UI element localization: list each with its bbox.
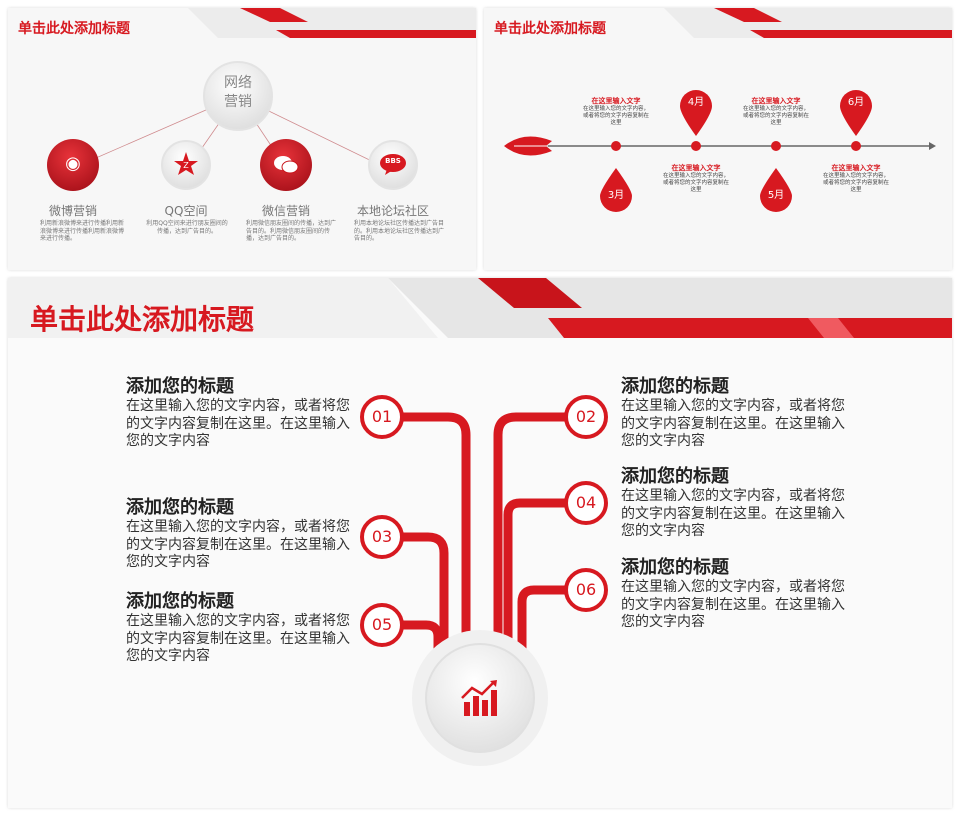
item-heading[interactable]: 添加您的标题 <box>621 376 729 397</box>
qzone-icon: Z <box>173 151 199 177</box>
item-desc: 利用QQ空间来进行朋友圈间的传播，达到广告目的。 <box>146 220 228 235</box>
step-number-03: 03 <box>371 527 393 546</box>
item-label: 微信营销 <box>261 204 310 218</box>
item-heading[interactable]: 添加您的标题 <box>126 591 234 612</box>
entry-body: 在这里输入您的文字内容，或者将您的文字内容复制在这里 <box>822 173 889 193</box>
step-number-04: 04 <box>575 493 597 512</box>
step-number-02: 02 <box>575 407 597 426</box>
bbs-text: BBS <box>385 157 401 165</box>
item-heading[interactable]: 添加您的标题 <box>126 376 234 397</box>
item-body[interactable]: 在这里输入您的文字内容，或者将您的文字内容复制在这里。在这里输入您的文字内容 <box>126 398 350 449</box>
entry-heading: 在这里输入文字 <box>591 97 641 105</box>
slide-network-marketing: 单击此处添加标题 网络 营销 ◉ Z BBS 微博营销 QQ空间 微信营销 本地… <box>8 8 476 270</box>
item-heading[interactable]: 添加您的标题 <box>621 557 729 578</box>
item-heading[interactable]: 添加您的标题 <box>126 497 234 518</box>
slide-timeline: 单击此处添加标题 3月 4月 5月 6月 在这里输入文字 在这里输入您的文字内容… <box>484 8 952 270</box>
entry-heading: 在这里输入文字 <box>831 164 881 172</box>
entry-heading: 在这里输入文字 <box>671 164 721 172</box>
item-label: 微博营销 <box>48 204 97 218</box>
month-marker-5: 5月 <box>767 190 785 201</box>
item-body[interactable]: 在这里输入您的文字内容，或者将您的文字内容复制在这里。在这里输入您的文字内容 <box>621 579 845 630</box>
item-label: 本地论坛社区 <box>356 204 429 218</box>
slide1-decoration <box>47 8 476 191</box>
wechat-icon <box>272 153 300 177</box>
slide2-title[interactable]: 单击此处添加标题 <box>494 21 606 37</box>
slide1-title[interactable]: 单击此处添加标题 <box>18 21 130 37</box>
timeline-graphic <box>504 8 952 212</box>
step-number-06: 06 <box>575 580 597 599</box>
month-marker-6: 6月 <box>847 97 865 108</box>
slide-tree-diagram: 单击此处添加标题 01 02 03 04 05 06 添加您的标题 在这里输入您… <box>8 278 952 808</box>
item-desc: 利用新浪微博来进行传播利用新浪微博来进行传播利用新浪微博来进行传播。 <box>40 220 125 242</box>
entry-body: 在这里输入您的文字内容，或者将您的文字内容复制在这里 <box>582 106 649 126</box>
step-number-01: 01 <box>371 407 393 426</box>
entry-heading: 在这里输入文字 <box>751 97 801 105</box>
center-node-label: 网络 营销 <box>224 75 252 110</box>
item-body[interactable]: 在这里输入您的文字内容，或者将您的文字内容复制在这里。在这里输入您的文字内容 <box>126 519 350 570</box>
bar-chart-growth-icon <box>460 678 500 718</box>
item-body[interactable]: 在这里输入您的文字内容，或者将您的文字内容复制在这里。在这里输入您的文字内容 <box>126 613 350 664</box>
item-body[interactable]: 在这里输入您的文字内容，或者将您的文字内容复制在这里。在这里输入您的文字内容 <box>621 488 845 539</box>
entry-body: 在这里输入您的文字内容，或者将您的文字内容复制在这里 <box>662 173 729 193</box>
step-number-05: 05 <box>371 615 393 634</box>
svg-text:Z: Z <box>183 161 189 170</box>
item-label: QQ空间 <box>164 204 208 218</box>
weibo-icon: ◉ <box>65 153 81 174</box>
tree-graphic <box>8 278 952 766</box>
item-desc: 利用本地论坛社区传播达到广告目的。利用本地论坛社区传播达到广告目的。 <box>354 220 445 242</box>
slide3-title[interactable]: 单击此处添加标题 <box>30 303 255 336</box>
item-heading[interactable]: 添加您的标题 <box>621 466 729 487</box>
month-marker-4: 4月 <box>687 97 705 108</box>
entry-body: 在这里输入您的文字内容，或者将您的文字内容复制在这里 <box>742 106 809 126</box>
bbs-icon <box>379 153 407 175</box>
item-body[interactable]: 在这里输入您的文字内容，或者将您的文字内容复制在这里。在这里输入您的文字内容 <box>621 398 845 449</box>
item-desc: 利用微信朋友圈间的传播，达到广告目的。利用微信朋友圈间的传播，达到广告目的。 <box>246 220 337 242</box>
month-marker-3: 3月 <box>607 190 625 201</box>
